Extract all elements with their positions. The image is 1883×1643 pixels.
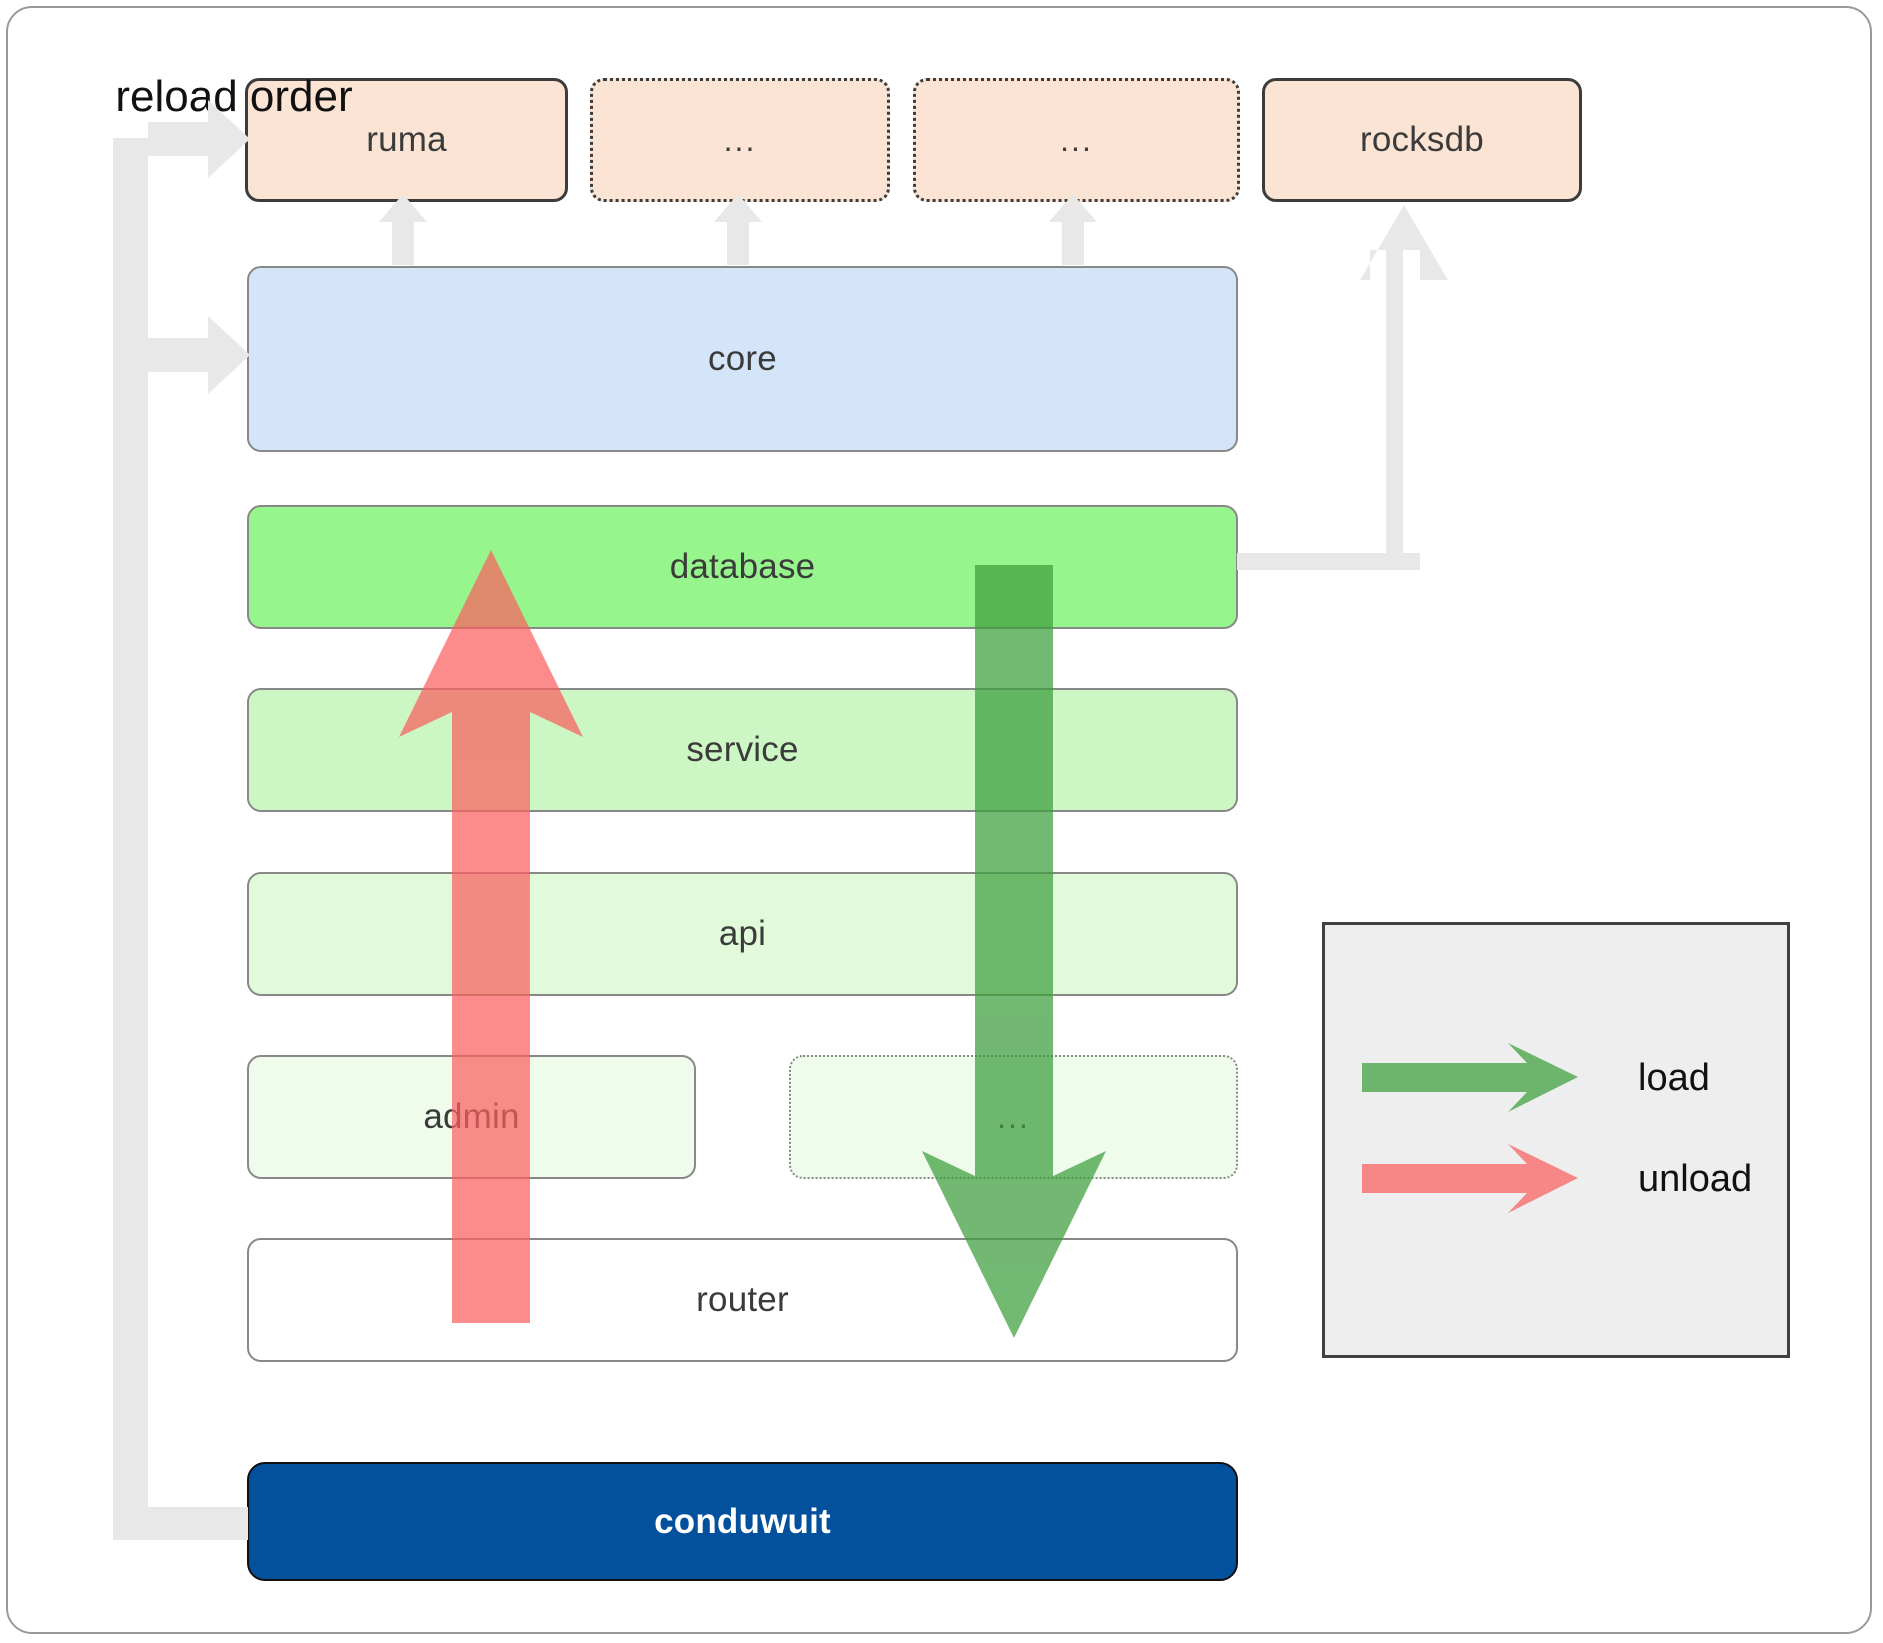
node-api[interactable]: api <box>247 872 1238 996</box>
node-database-label: database <box>669 547 816 586</box>
node-ellipsis-crate-2[interactable]: ... <box>913 78 1240 202</box>
node-database[interactable]: database <box>247 505 1238 629</box>
node-router-label: router <box>696 1280 789 1319</box>
node-ruma-label: ruma <box>366 120 447 159</box>
node-admin[interactable]: admin <box>247 1055 696 1179</box>
node-api-label: api <box>718 914 767 953</box>
node-router[interactable]: router <box>247 1238 1238 1362</box>
node-conduwuit[interactable]: conduwuit <box>247 1462 1238 1581</box>
node-rocksdb-label: rocksdb <box>1360 120 1484 159</box>
legend-box <box>1322 922 1790 1358</box>
node-service-label: service <box>686 730 799 769</box>
node-ellipsis-layer[interactable]: ... <box>789 1055 1238 1179</box>
legend-title: reload order <box>115 72 353 121</box>
node-service[interactable]: service <box>247 688 1238 812</box>
node-ruma[interactable]: ruma <box>245 78 568 202</box>
legend-label-load: load <box>1638 1057 1710 1099</box>
node-ellipsis-crate-1[interactable]: ... <box>590 78 890 202</box>
node-admin-label: admin <box>423 1097 520 1136</box>
diagram-frame <box>6 6 1872 1634</box>
legend-label-unload: unload <box>1638 1158 1753 1200</box>
node-core-label: core <box>708 339 777 378</box>
node-conduwuit-label: conduwuit <box>654 1501 831 1541</box>
node-core[interactable]: core <box>247 266 1238 452</box>
node-rocksdb[interactable]: rocksdb <box>1262 78 1582 202</box>
